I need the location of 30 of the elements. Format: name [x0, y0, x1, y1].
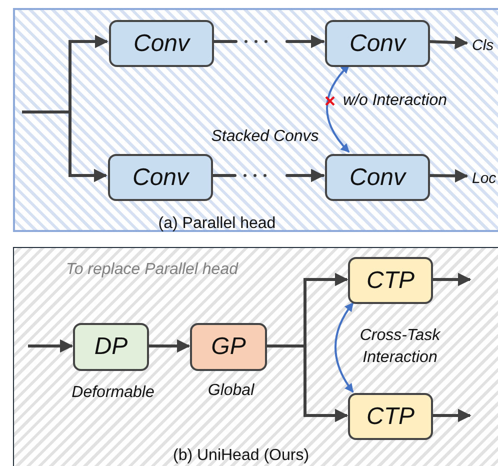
module-box: Conv — [325, 154, 430, 201]
module-caption: Global — [208, 382, 254, 400]
output-label: Cls — [472, 34, 498, 56]
panel-background — [13, 247, 498, 466]
arrow — [266, 344, 348, 422]
curved-double-arrow — [334, 302, 354, 393]
edge-label: Cross-Task Interaction — [358, 326, 442, 368]
curved-double-arrow — [326, 64, 350, 153]
module-box: Conv — [109, 20, 214, 67]
panel-caption: (b) UniHead (Ours) — [172, 447, 310, 465]
output-label: Loc — [472, 167, 498, 189]
module-caption: Deformable — [72, 384, 154, 402]
annotation-text: Stacked Convs — [211, 128, 319, 146]
arrow — [428, 36, 468, 50]
edge-label: w/o Interaction — [342, 91, 448, 111]
module-box: CTP — [348, 257, 433, 304]
arrow — [28, 339, 74, 353]
arrow — [432, 272, 472, 286]
module-box: GP — [190, 323, 267, 371]
arrow — [428, 169, 468, 183]
arrow — [432, 408, 472, 422]
module-box: Conv — [108, 154, 213, 201]
arrow — [22, 110, 108, 182]
module-box: DP — [73, 323, 149, 371]
annotation-text: To replace Parallel head — [66, 261, 238, 279]
panel-background — [13, 8, 498, 232]
panel-caption: (a) Parallel head — [158, 215, 276, 233]
module-box: Conv — [325, 20, 430, 67]
module-box: CTP — [348, 393, 433, 440]
arrow — [148, 339, 190, 353]
